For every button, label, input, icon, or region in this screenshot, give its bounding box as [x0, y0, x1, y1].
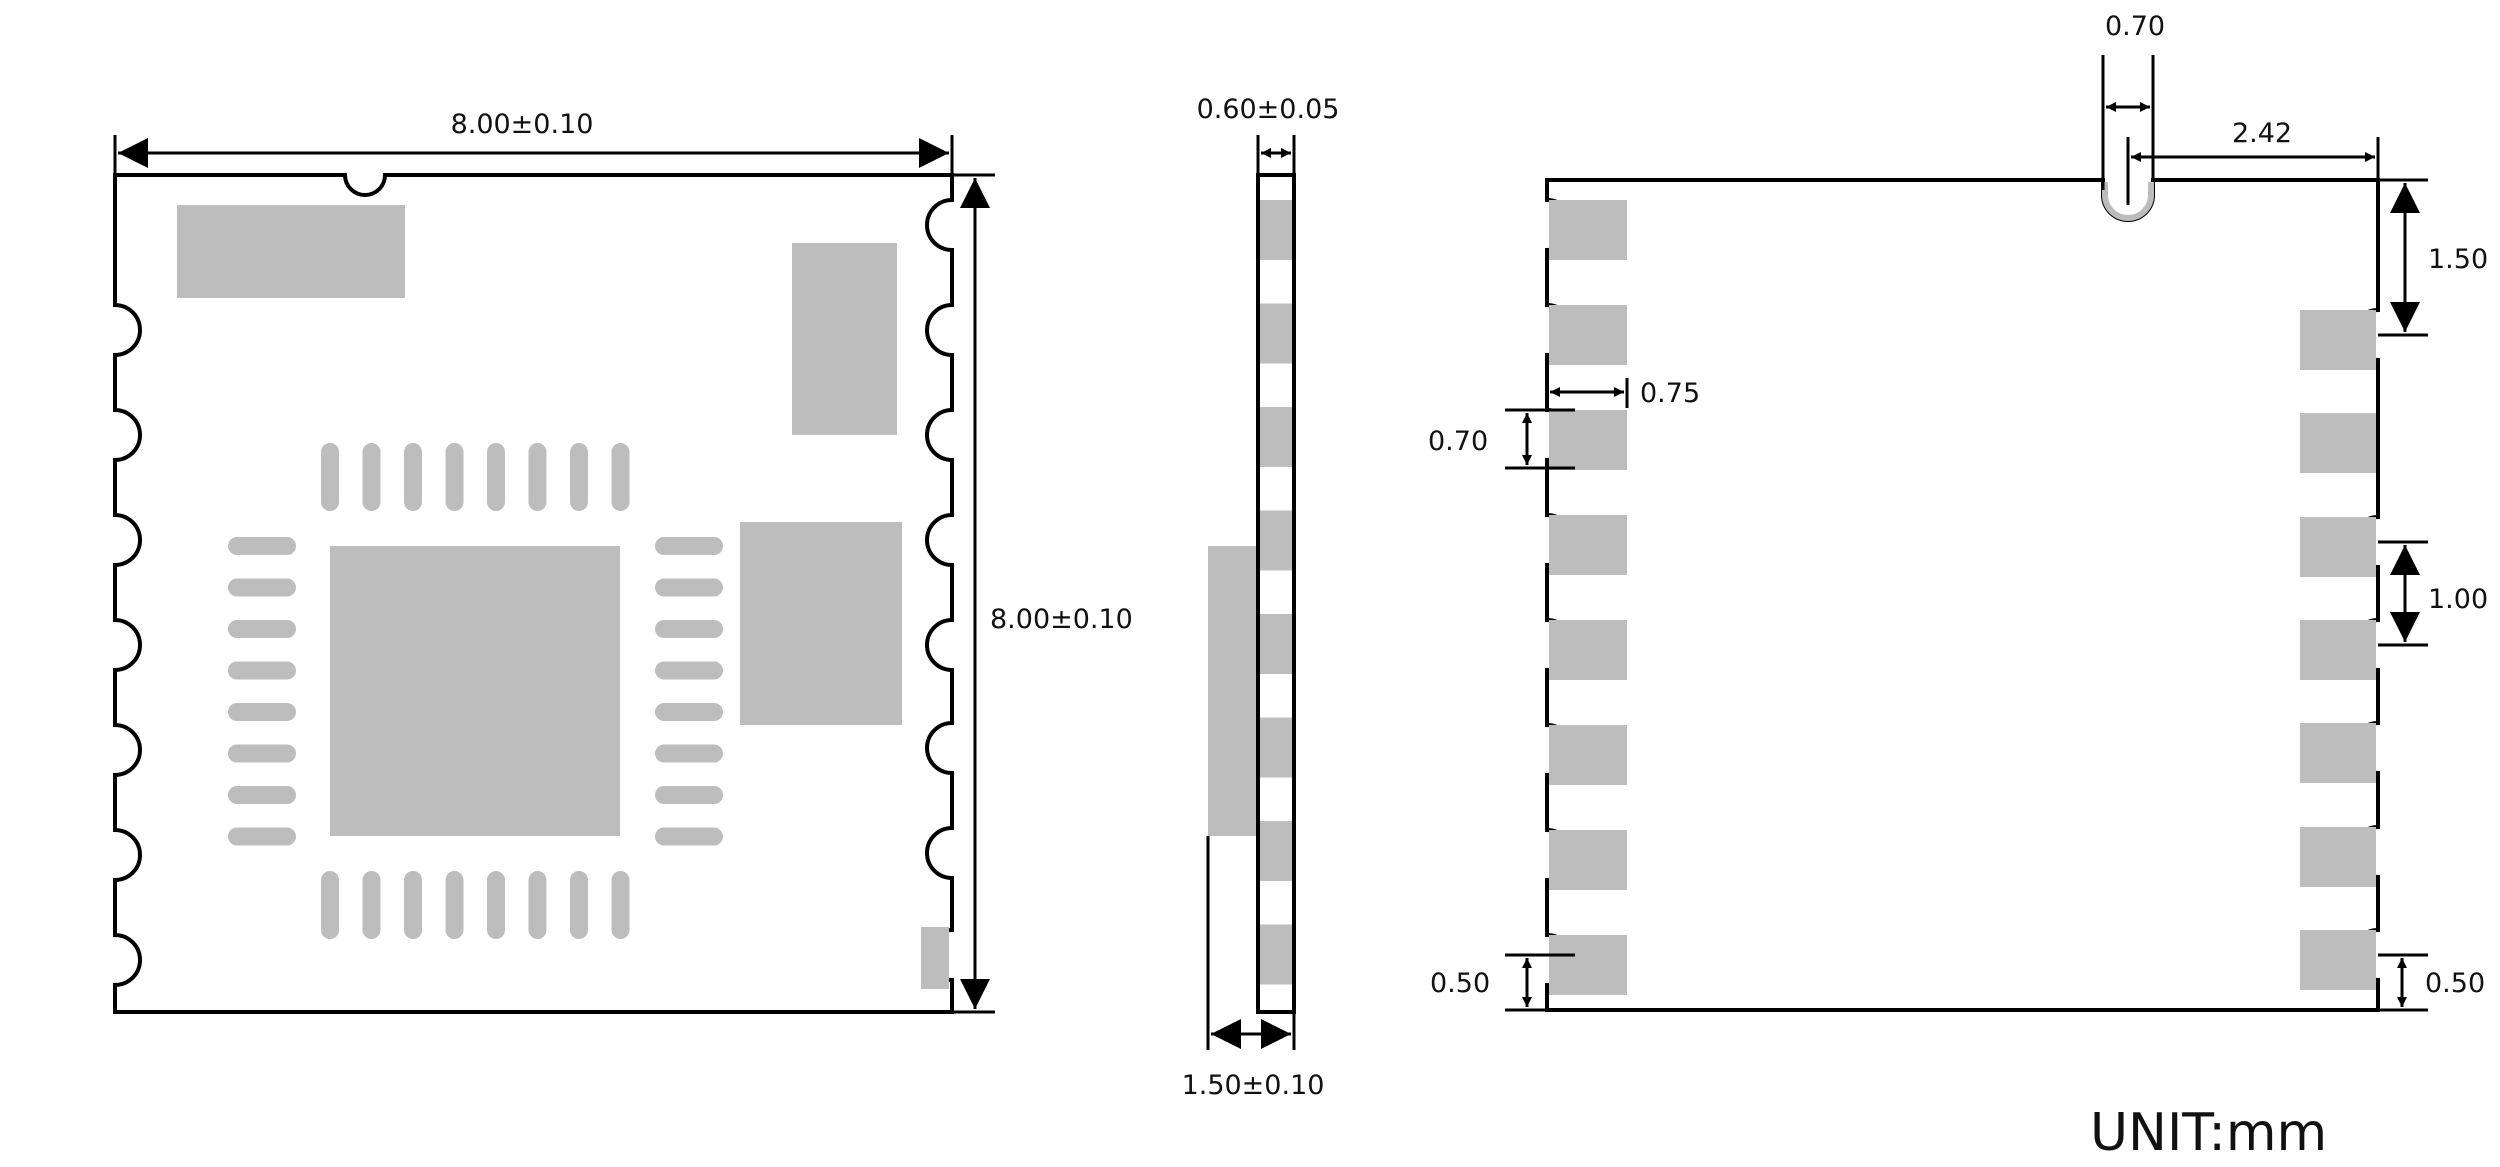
qfn-pins-right: [655, 537, 723, 846]
qfn-pin: [611, 871, 630, 939]
qfn-pin: [487, 871, 505, 939]
bottom-pad-left: [1549, 200, 1627, 260]
top-component-right-upper: [792, 243, 897, 435]
qfn-pin: [570, 871, 588, 939]
qfn-pin: [487, 443, 505, 511]
qfn-pin: [655, 744, 723, 763]
qfn-pin: [362, 443, 381, 511]
bottom-pad-left: [1549, 935, 1627, 995]
bottom-pad-right: [2300, 620, 2376, 680]
bottom-pad-right: [2300, 413, 2376, 473]
qfn-pins-left: [228, 537, 296, 846]
qfn-pin: [228, 537, 296, 555]
bottom-view-outline: [1545, 178, 2380, 1012]
qfn-pin: [445, 871, 464, 939]
qfn-pin: [655, 620, 723, 638]
side-pads: [1260, 200, 1292, 985]
qfn-pin: [655, 827, 723, 846]
qfn-pin: [655, 786, 723, 804]
unit-label: UNIT:mm: [2090, 1103, 2327, 1163]
qfn-pin: [528, 871, 547, 939]
side-pad: [1260, 821, 1292, 881]
qfn-pin: [228, 744, 296, 763]
bottom-pad-left: [1549, 305, 1627, 365]
bottom-pad-right: [2300, 517, 2376, 577]
side-pad: [1260, 717, 1292, 778]
slot-offset-label: 2.42: [2232, 118, 2292, 149]
top-height-label: 8.00±0.10: [990, 604, 1133, 635]
qfn-pin: [655, 537, 723, 555]
qfn-pin: [528, 443, 547, 511]
side-pad: [1260, 924, 1292, 985]
qfn-pin: [321, 871, 339, 939]
top-component-crystal: [177, 205, 405, 298]
side-pad: [1260, 407, 1292, 467]
bottom-right-label: 0.50: [2425, 968, 2485, 999]
qfn-pin: [655, 578, 723, 597]
qfn-pin: [404, 871, 422, 939]
bottom-pad-right: [2300, 930, 2376, 990]
qfn-pin: [655, 703, 723, 721]
top-component-right-middle: [740, 522, 902, 725]
qfn-pin: [362, 871, 381, 939]
side-pad: [1260, 200, 1292, 260]
qfn-pin: [321, 443, 339, 511]
edge-to-pad-label: 1.50: [2428, 244, 2488, 275]
qfn-pin: [228, 827, 296, 846]
qfn-pin: [570, 443, 588, 511]
qfn-pin: [228, 578, 296, 597]
top-width-label: 8.00±0.10: [451, 109, 594, 140]
side-pad: [1260, 510, 1292, 571]
bottom-left-label: 0.50: [1430, 968, 1490, 999]
pad-depth-label: 0.75: [1640, 378, 1700, 409]
side-thickness-label: 0.60±0.05: [1197, 94, 1340, 125]
side-pad: [1260, 614, 1292, 674]
side-height-label: 1.50±0.10: [1182, 1070, 1325, 1101]
bottom-pad-left: [1549, 830, 1627, 890]
bottom-pad-right: [2300, 723, 2376, 783]
top-view: 8.00±0.10 8.00±0.10: [113, 109, 1133, 1014]
side-view: 0.60±0.05 1.50±0.10: [1182, 94, 1340, 1101]
qfn-pin: [228, 703, 296, 721]
bottom-pad-left: [1549, 515, 1627, 575]
qfn-pins-bottom: [321, 871, 630, 939]
qfn-pin: [228, 661, 296, 680]
bottom-pads-right: [2300, 310, 2376, 990]
top-component-chip-die: [330, 546, 620, 836]
bottom-pad-left: [1549, 410, 1627, 470]
bottom-pad-left: [1549, 620, 1627, 680]
bottom-pad-left: [1549, 725, 1627, 785]
qfn-pin: [228, 620, 296, 638]
pad-width-label: 0.70: [1428, 426, 1488, 457]
side-view-board: [1256, 173, 1296, 1014]
qfn-pin: [404, 443, 422, 511]
qfn-pin: [228, 786, 296, 804]
pitch-label: 1.00: [2428, 584, 2488, 615]
top-component-corner-pad: [921, 927, 949, 989]
side-pad: [1260, 303, 1292, 364]
bottom-pad-right: [2300, 310, 2376, 370]
bottom-pads-left: [1549, 200, 1627, 995]
slot-width-label: 0.70: [2105, 11, 2165, 42]
qfn-pins-top: [321, 443, 630, 511]
qfn-pin: [445, 443, 464, 511]
side-shield-can: [1208, 546, 1258, 836]
bottom-pad-right: [2300, 827, 2376, 887]
qfn-pin: [611, 443, 630, 511]
qfn-pin: [655, 661, 723, 680]
bottom-view: 0.70 2.42 1.50 1.00 0.50 0.75 0.70: [1428, 11, 2488, 1012]
